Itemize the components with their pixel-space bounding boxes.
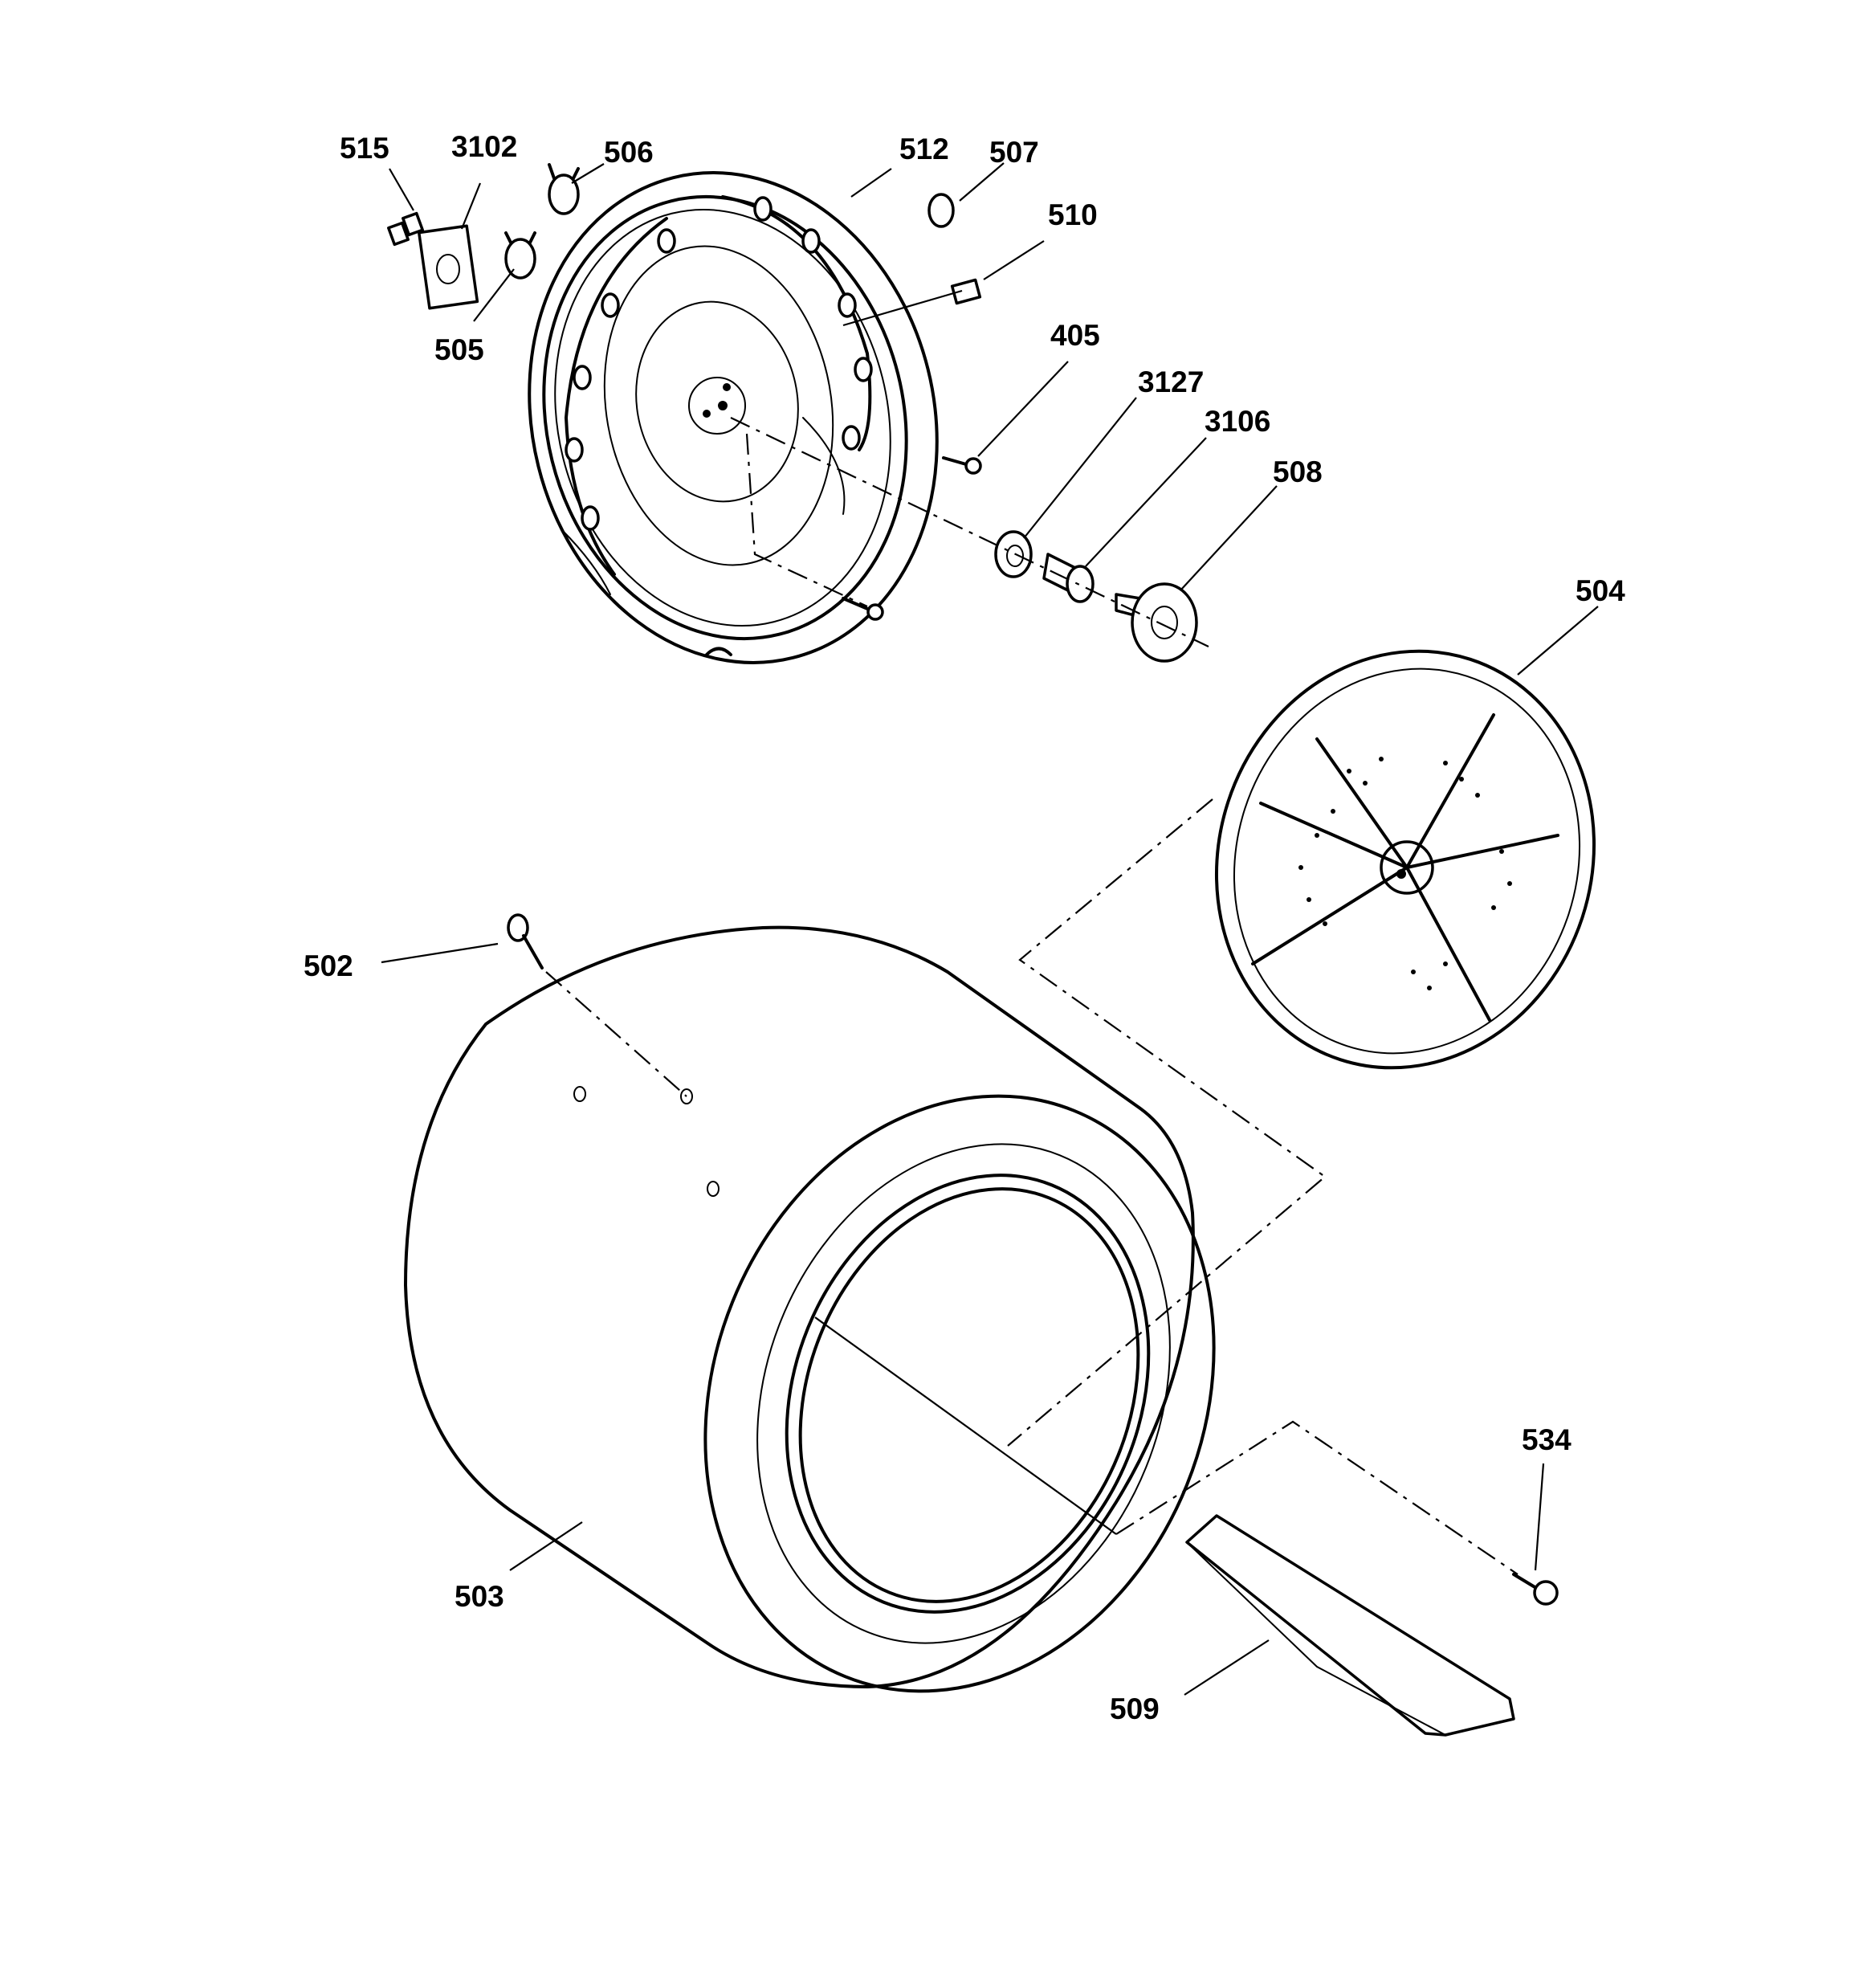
drum-rear-panel-504 xyxy=(1214,649,1596,1070)
part-505-thermostat xyxy=(504,231,536,280)
callout-405: 405 xyxy=(1050,319,1100,352)
part-515-clips xyxy=(387,211,424,247)
part-502-screw xyxy=(507,913,544,970)
lower-screw xyxy=(842,597,884,621)
part-509-baffle xyxy=(1185,1514,1515,1737)
callout-507: 507 xyxy=(989,136,1039,169)
part-3127-washer xyxy=(994,530,1033,578)
part-506-thermostat xyxy=(548,163,580,215)
callout-509: 509 xyxy=(1110,1692,1160,1725)
callout-510: 510 xyxy=(1048,198,1098,231)
part-507-sensor xyxy=(927,193,955,228)
callout-515: 515 xyxy=(340,132,389,165)
part-3102-plate xyxy=(418,224,479,310)
drum-503 xyxy=(404,925,1216,1693)
callout-506: 506 xyxy=(604,136,654,169)
leader-lines xyxy=(381,162,1599,1696)
perforation-dots xyxy=(1298,757,1512,990)
part-534-screw xyxy=(1512,1573,1559,1606)
part-3106-bushing xyxy=(1042,553,1095,603)
part-405-screw xyxy=(942,456,982,475)
part-508-bearing-shaft xyxy=(1115,582,1198,663)
callout-512: 512 xyxy=(899,133,949,165)
callout-534: 534 xyxy=(1522,1423,1572,1456)
callout-508: 508 xyxy=(1273,455,1323,488)
callout-504: 504 xyxy=(1576,574,1625,607)
callout-503: 503 xyxy=(455,1580,504,1613)
callout-3102: 3102 xyxy=(451,130,517,163)
callout-3106: 3106 xyxy=(1205,405,1270,438)
callout-502: 502 xyxy=(304,949,353,982)
element-clips xyxy=(565,196,873,531)
callouts: 515 3102 506 512 507 510 505 405 3127 31… xyxy=(304,130,1625,1725)
rear-bulkhead-512 xyxy=(528,171,939,664)
part-510-clip xyxy=(950,278,982,305)
callout-3127: 3127 xyxy=(1138,365,1204,398)
callout-505: 505 xyxy=(434,333,484,366)
